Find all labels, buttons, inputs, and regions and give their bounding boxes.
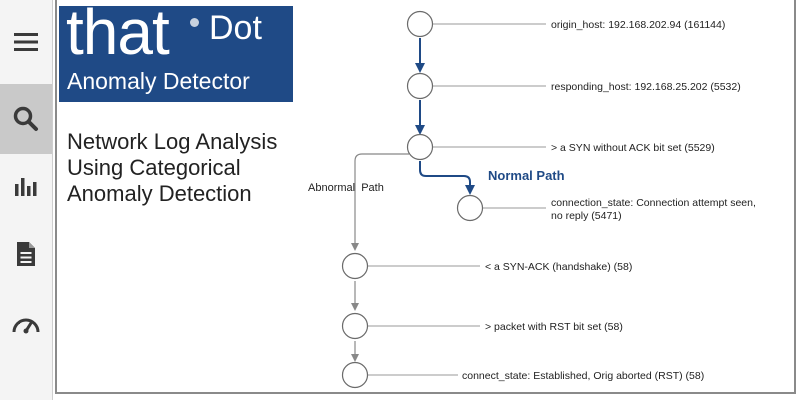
node-label-syn-without-ack: > a SYN without ACK bit set (5529) (551, 142, 715, 154)
abnormal-path-label: Abnormal Path (308, 182, 384, 194)
edge-syn-to-connection-state (419, 161, 475, 195)
logo-dot-mark (190, 18, 199, 27)
gauge-icon (12, 318, 40, 334)
title-line-2: Using Categorical (67, 155, 241, 180)
node-label-orig-aborted: connect_state: Established, Orig aborted… (462, 370, 704, 382)
title-line-3: Anomaly Detection (67, 181, 252, 206)
node-label-connection-state-line2: no reply (5471) (551, 210, 622, 222)
analytics-button[interactable] (0, 150, 52, 222)
menu-button[interactable] (0, 6, 52, 78)
node-label-responding-host: responding_host: 192.168.25.202 (5532) (551, 81, 741, 93)
thatdot-logo: that Dot Anomaly Detector (59, 0, 293, 102)
reports-button[interactable] (0, 218, 52, 290)
node-syn-ack[interactable] (341, 252, 369, 280)
document-icon (17, 242, 35, 266)
page-title: Network Log Analysis Using Categorical A… (67, 129, 307, 207)
side-toolbar (0, 0, 53, 400)
node-orig-aborted[interactable] (341, 361, 369, 389)
title-line-1: Network Log Analysis (67, 129, 278, 154)
node-rst-packet[interactable] (341, 312, 369, 340)
menu-icon (14, 33, 38, 51)
logo-word: that (66, 0, 170, 68)
search-icon (13, 106, 38, 131)
dashboard-button[interactable] (0, 288, 52, 360)
node-label-connection-state: connection_state: Connection attempt see… (551, 197, 756, 209)
node-responding-host[interactable] (406, 72, 434, 100)
node-label-syn-ack: < a SYN-ACK (handshake) (58) (485, 261, 632, 273)
search-button[interactable] (0, 84, 52, 154)
node-label-rst-packet: > packet with RST bit set (58) (485, 321, 623, 333)
bar-chart-icon (15, 178, 37, 196)
edge-syn-to-syn-ack (351, 153, 409, 251)
node-syn-without-ack[interactable] (406, 133, 434, 161)
node-label-origin-host: origin_host: 192.168.202.94 (161144) (551, 19, 725, 31)
normal-path-label: Normal Path (488, 168, 565, 183)
node-origin-host[interactable] (406, 10, 434, 38)
logo-brand-mark: Dot (209, 9, 262, 47)
product-name: Anomaly Detector (67, 68, 250, 94)
node-connection-state[interactable] (456, 194, 484, 222)
